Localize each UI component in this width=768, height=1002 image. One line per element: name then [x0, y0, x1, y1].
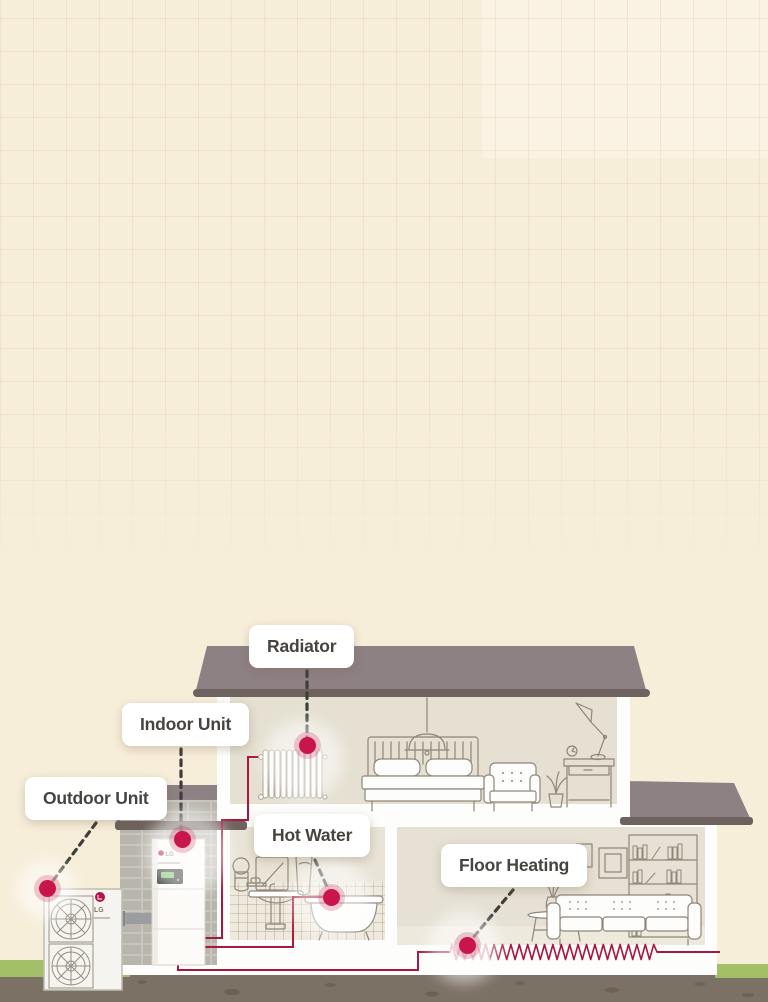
pipe-to-radiator: [200, 756, 267, 939]
hotspot-radiator[interactable]: [298, 736, 316, 754]
callout-floor-heating: Floor Heating: [441, 844, 588, 887]
outdoor-unit-logo-text: LG: [94, 907, 104, 914]
bedroom-furniture: [361, 697, 615, 812]
plant-icon: [548, 793, 564, 808]
right-wing-roof-edge: [620, 817, 753, 825]
living-room-furniture: [527, 834, 702, 946]
fan-grille-icon: [48, 943, 94, 989]
towel-ring-icon: [232, 857, 250, 875]
hotspot-outdoor-unit[interactable]: [38, 879, 56, 897]
background-light-patch: [482, 0, 768, 158]
leader-floor-heating: [470, 888, 515, 941]
main-roof-edge: [193, 689, 650, 697]
callout-hot-water: Hot Water: [254, 814, 371, 857]
right-wing-roof: [625, 781, 750, 818]
nightstand-icon: [563, 758, 615, 767]
mirror-icon: [255, 856, 289, 891]
ground-strip: [0, 975, 768, 1002]
grass-right: [715, 964, 768, 978]
hotspot-floor-heating[interactable]: [458, 936, 476, 954]
callout-outdoor-unit: Outdoor Unit: [25, 777, 167, 820]
desk-lamp-icon: [589, 720, 606, 757]
alarm-clock-icon: [566, 745, 578, 757]
annex-foundation: [120, 965, 217, 975]
background-grid-pattern: [0, 0, 768, 580]
hotspot-hot-water[interactable]: [322, 888, 340, 906]
callout-radiator: Radiator: [249, 625, 355, 668]
bookshelf-icon: [628, 834, 698, 938]
sofa-icon: [555, 894, 693, 920]
hotspot-glow: [146, 810, 230, 894]
callout-indoor-unit: Indoor Unit: [122, 703, 250, 746]
pipe-to-floor-heating: [177, 951, 450, 971]
hotspot-glow: [263, 720, 343, 800]
lg-logo-icon: [95, 892, 105, 902]
hotspot-indoor-unit[interactable]: [173, 830, 191, 848]
refrigerant-pipe: [122, 913, 154, 924]
picture-frame-icon: [598, 847, 628, 879]
armchair-icon: [489, 762, 537, 794]
